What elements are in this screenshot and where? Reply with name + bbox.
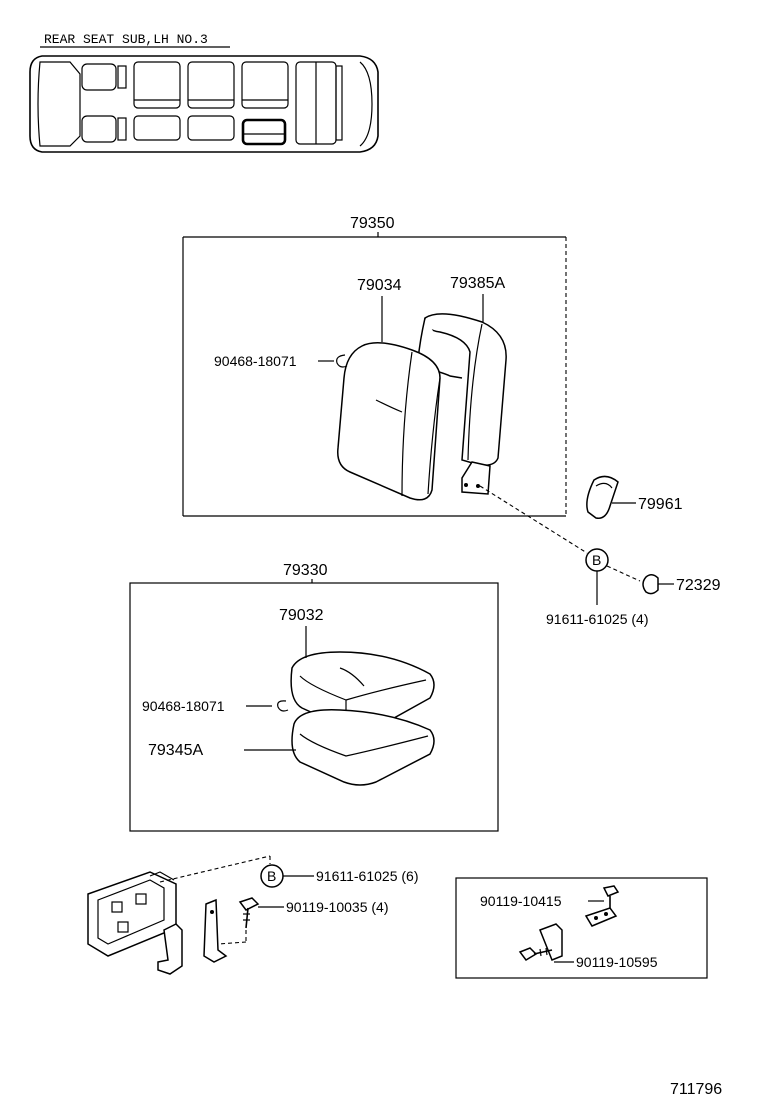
leg-bolt[interactable] xyxy=(238,897,260,929)
windshield xyxy=(37,61,81,147)
bolt-inset-frame xyxy=(455,877,708,979)
bolt-inset: 90119-10415 90119-10595 xyxy=(455,877,708,979)
seat-location-map: REAR SEAT SUB,LH NO.3 xyxy=(29,32,379,153)
cushion-hog-ring-number: 90468-18071 xyxy=(142,698,225,714)
hinge-cover[interactable] xyxy=(586,475,619,519)
inset-bracket-plate[interactable] xyxy=(584,907,618,927)
illustration-number: 711796 xyxy=(670,1081,722,1098)
back-bolt-number: 91611-61025 (4) xyxy=(546,611,648,627)
location-label: REAR SEAT SUB,LH NO.3 xyxy=(44,32,208,47)
rear-window xyxy=(359,61,373,147)
seat-back-cover[interactable] xyxy=(337,342,441,501)
hinge-cover-number: 79961 xyxy=(638,496,683,513)
seat-highlighted-lh-no3 xyxy=(241,118,287,146)
seat-back-pad[interactable] xyxy=(424,313,507,466)
back-hog-ring[interactable] xyxy=(336,354,348,368)
bracket-bolt-b[interactable] xyxy=(518,947,553,961)
seat-cushion-assembly: 79330 79032 90468-18071 79345A xyxy=(129,562,499,832)
hinge-cap[interactable] xyxy=(642,574,659,595)
inset-bracket-clip[interactable] xyxy=(539,923,563,961)
cushion-hog-ring[interactable] xyxy=(277,700,289,712)
back-cover-number: 79034 xyxy=(357,277,402,294)
back-assy-number: 79350 xyxy=(350,215,395,232)
seat-row2-lh xyxy=(133,61,181,109)
seat-frame-bracket-left[interactable] xyxy=(157,923,183,975)
cushion-assy-frame xyxy=(129,582,499,832)
seat-back-assembly: 79350 79034 79385A 90468-18071 xyxy=(182,215,567,517)
cushion-cover-number: 79032 xyxy=(279,607,324,624)
bracket-bolt-b-number: 90119-10595 xyxy=(576,954,658,970)
seat-row3-lh xyxy=(187,61,235,109)
seat-front-rh xyxy=(81,115,117,143)
seat-cushion-pad[interactable] xyxy=(291,709,435,786)
seat-frame-bracket-right[interactable] xyxy=(203,898,228,963)
bracket-bolt-a-number: 90119-10415 xyxy=(480,893,562,909)
callout-b-back-letter: B xyxy=(592,552,601,568)
van-outline xyxy=(29,55,379,153)
seat-front-lh xyxy=(81,63,117,91)
hinge-parts: 79961 B 72329 91611-61025 (4) xyxy=(479,475,721,627)
bracket-bolt-a[interactable] xyxy=(602,885,620,910)
back-hog-ring-number: 90468-18071 xyxy=(214,353,297,369)
hinge-cap-number: 72329 xyxy=(676,577,721,594)
seat-frame-group: B 91611-61025 (6) 90119-10035 (4) xyxy=(87,855,418,975)
seat-row2-rh xyxy=(133,115,181,141)
leg-bolt-number: 90119-10035 (4) xyxy=(286,899,388,915)
cushion-assy-number: 79330 xyxy=(283,562,328,579)
callout-b-frame-letter: B xyxy=(267,868,276,884)
frame-bolt-number: 91611-61025 (6) xyxy=(316,868,418,884)
cushion-pad-number: 79345A xyxy=(148,742,203,759)
back-pad-number: 79385A xyxy=(450,275,505,292)
seat-back-hinge-plate[interactable] xyxy=(461,461,491,495)
seat-row4-lh xyxy=(241,61,289,109)
seat-frame[interactable] xyxy=(87,871,177,957)
seat-row3-rh xyxy=(187,115,235,141)
